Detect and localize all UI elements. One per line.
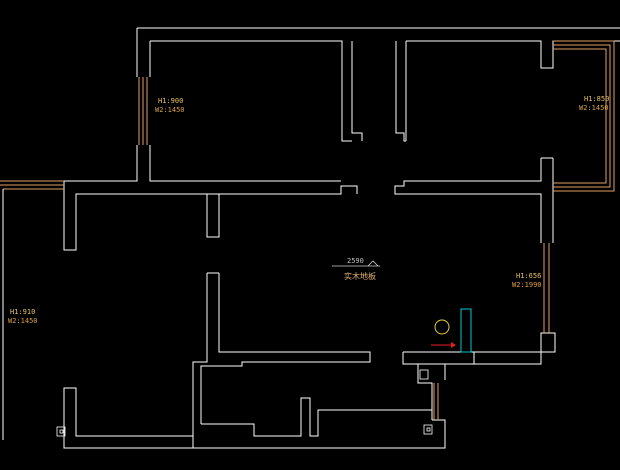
- dimension-line: [332, 260, 380, 267]
- pipe-shaft-icon: [423, 424, 433, 435]
- pipe-shaft-icon: [419, 369, 429, 380]
- cabinet-fixture-icon: [460, 308, 472, 353]
- pipe-shaft-icon: [56, 426, 66, 437]
- wall-living-left: [63, 440, 193, 449]
- window-label-living-h: H1:910: [10, 308, 35, 316]
- pipe-shaft-inner: [426, 427, 431, 432]
- dimension-value: 2590: [347, 257, 364, 265]
- wall-kitchen-divider-inner: [200, 273, 371, 424]
- window-label-bedroom-right-h: H1:850: [584, 95, 609, 103]
- wall-left-bedroom-lower: [63, 145, 358, 251]
- window-bedroom-right-bay2: [553, 44, 611, 188]
- window-label-bedroom-left-w: W2:1450: [155, 106, 185, 114]
- wall-living-inner-stub: [206, 194, 220, 238]
- window-label-balcony-h: H1:656: [516, 272, 541, 280]
- wall-top-inner: [150, 40, 352, 142]
- wall-bedroom2-left: [395, 41, 406, 142]
- window-bedroom-right-bay1: [553, 40, 615, 192]
- wall-bath-lower: [201, 397, 433, 437]
- circle-fixture-icon: [434, 319, 450, 335]
- wall-left-bedroom-inner-low: [149, 145, 341, 182]
- window-label-bedroom-left-h: H1:900: [158, 97, 183, 105]
- wall-bedroom1-right: [351, 41, 363, 141]
- pipe-shafts: [56, 369, 433, 437]
- window-label-bedroom-right-w: W2:1450: [579, 104, 609, 112]
- wall-kitchen-divider: [63, 273, 208, 440]
- window-bedroom-right-bay3: [553, 48, 607, 184]
- floor-material-label: 实木地板: [344, 271, 376, 281]
- entry-arrow-icon: [431, 342, 456, 348]
- wall-bath-right-2: [417, 364, 433, 420]
- windows: [0, 40, 615, 440]
- window-label-balcony-w: W2:1990: [512, 281, 542, 289]
- wall-bedroom2-right-lower: [394, 158, 542, 243]
- window-label-living-w: W2:1450: [8, 317, 38, 325]
- wall-balcony-ledge: [402, 332, 556, 365]
- pipe-shaft-inner: [59, 429, 64, 434]
- wall-bath-right: [192, 419, 446, 449]
